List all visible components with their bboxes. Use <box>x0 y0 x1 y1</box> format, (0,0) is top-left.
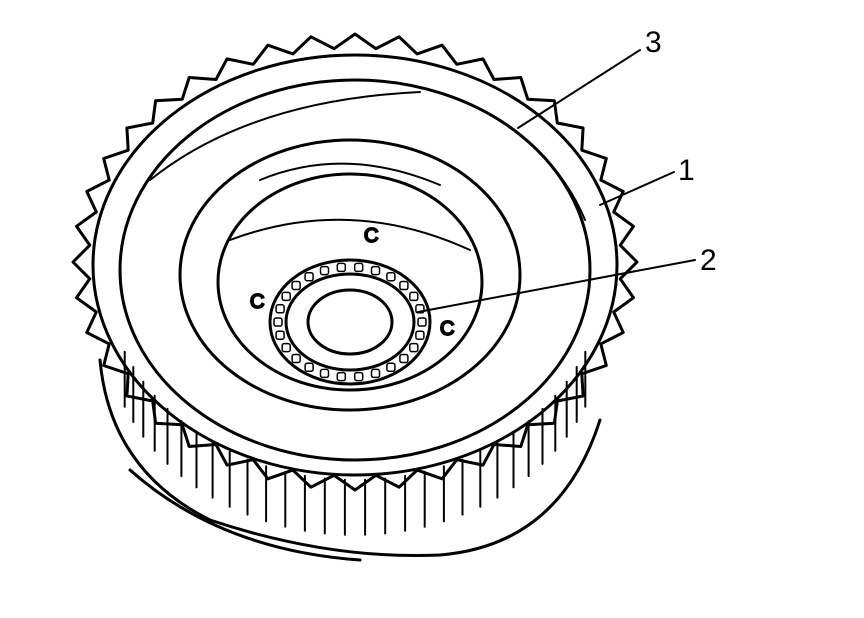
bearing-roller <box>291 280 301 291</box>
bearing-roller <box>399 353 409 364</box>
callout-2: 2 <box>700 244 717 277</box>
bearing-roller <box>417 317 427 327</box>
bearing-roller <box>273 317 283 327</box>
bearing-roller <box>415 304 425 314</box>
bearing-roller <box>409 342 419 353</box>
retainer-tab-mark: C <box>364 225 378 247</box>
callout-1: 1 <box>678 154 695 187</box>
callout-3: 3 <box>645 26 662 59</box>
bearing-roller <box>275 304 285 314</box>
bearing-roller <box>319 265 330 276</box>
bearing-rollers <box>273 262 427 382</box>
bearing-roller <box>370 368 381 379</box>
bearing-roller <box>336 262 347 273</box>
bearing-roller <box>399 280 409 291</box>
bearing-roller <box>336 371 347 382</box>
bearing-roller <box>415 330 425 340</box>
leader-line-2 <box>417 259 696 313</box>
bearing-roller <box>304 362 314 373</box>
bearing-roller <box>353 262 364 273</box>
bearing-roller <box>281 291 291 302</box>
retainer-tab-mark: C <box>440 318 454 340</box>
bearing-roller <box>386 271 396 282</box>
bearing-roller <box>304 271 314 282</box>
leader-line-3 <box>517 49 641 129</box>
bearing-roller <box>353 371 364 382</box>
bearing-roller <box>291 353 301 364</box>
bearing-roller <box>370 265 381 276</box>
bearing-roller <box>275 330 285 340</box>
bearing-roller <box>319 368 330 379</box>
leader-line-1 <box>599 171 675 206</box>
bearing-roller <box>386 362 396 373</box>
piston-recess: C C C <box>178 138 522 412</box>
bearing-roller <box>281 342 291 353</box>
retainer-tab-mark: C <box>250 291 264 313</box>
drum-top-face <box>118 78 592 462</box>
thrust-bearing <box>268 258 432 386</box>
outer-gear-teeth <box>71 32 639 492</box>
bearing-roller <box>409 291 419 302</box>
